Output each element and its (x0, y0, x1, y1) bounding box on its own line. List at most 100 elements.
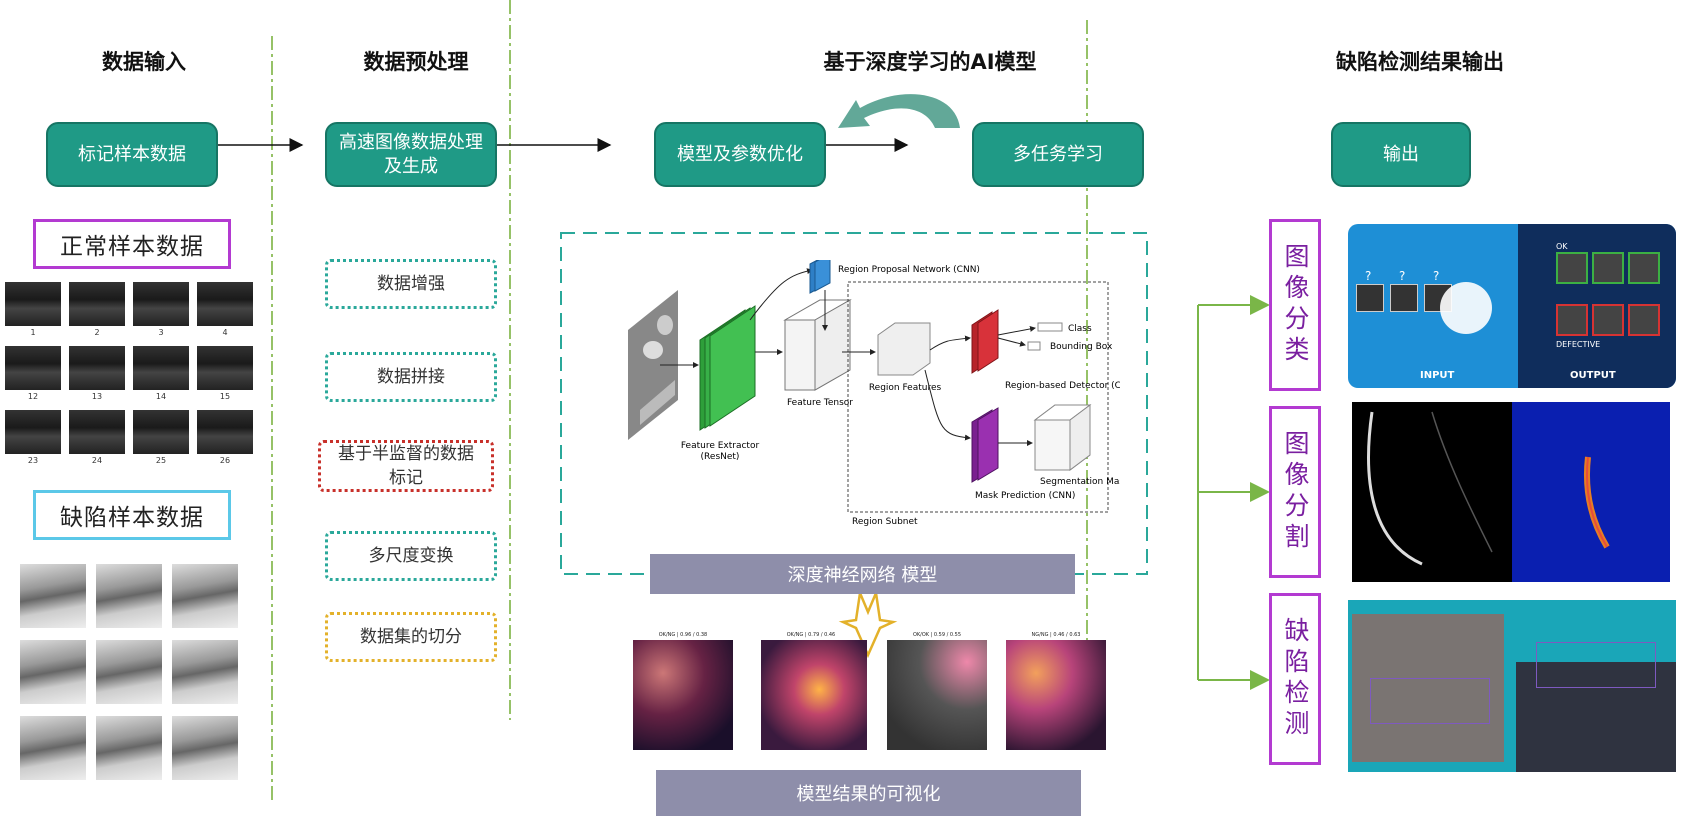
detection-image (1348, 600, 1676, 772)
step-augment: 数据增强 (325, 259, 497, 309)
normal-thumb (69, 410, 125, 454)
normal-thumb-number: 24 (91, 456, 103, 465)
normal-thumb-number: 1 (30, 328, 36, 337)
heatmap-title: OK/OK | 0.59 / 0.55 (912, 632, 962, 638)
heatmap-image (1006, 640, 1106, 750)
heatmap-row: OK/NG | 0.96 / 0.38 OK/NG | 0.79 / 0.46 OK… (633, 632, 1113, 752)
cls-output-label: OUTPUT (1570, 370, 1616, 381)
normal-sample-label: 正常样本数据 (33, 219, 231, 269)
normal-thumb (133, 282, 189, 326)
cls-defective-tile (1556, 304, 1588, 336)
cls-ok-tile (1556, 252, 1588, 284)
visualization-banner: 模型结果的可视化 (656, 770, 1081, 816)
class-label: Class (1068, 324, 1092, 334)
normal-thumb-number: 15 (219, 392, 231, 401)
heatmap-title: OK/NG | 0.96 / 0.38 (658, 632, 708, 638)
region-subnet-box (847, 281, 1109, 513)
normal-thumb-number: 2 (94, 328, 100, 337)
normal-thumb-number: 12 (27, 392, 39, 401)
normal-thumb (197, 282, 253, 326)
normal-thumb-number: 4 (222, 328, 228, 337)
normal-thumb (5, 282, 61, 326)
defect-thumb (96, 716, 162, 780)
heatmap-title: NG/NG | 0.46 / 0.63 (1031, 632, 1081, 638)
feature-extractor-label: Feature Extractor (681, 441, 760, 451)
normal-thumb (197, 346, 253, 390)
mask-prediction-block (971, 407, 999, 483)
multitask-box: 多任务学习 (972, 122, 1144, 187)
heatmap-image (761, 640, 867, 750)
brain-icon (1440, 282, 1492, 334)
normal-thumb (133, 346, 189, 390)
column-title-preprocess: 数据预处理 (363, 50, 469, 74)
normal-thumb-number: 3 (158, 328, 164, 337)
output-box: 输出 (1331, 122, 1471, 187)
normal-thumb-number: 26 (219, 456, 231, 465)
normal-thumb (197, 410, 253, 454)
normal-thumb-number: 13 (91, 392, 103, 401)
heatmap-title: OK/NG | 0.79 / 0.46 (786, 632, 836, 638)
class-block (1037, 322, 1063, 332)
defect-sample-label: 缺陷样本数据 (33, 490, 231, 540)
normal-thumb (5, 410, 61, 454)
normal-thumb (133, 410, 189, 454)
step-semi-supervised: 基于半监督的数据标记 (318, 440, 494, 492)
cls-defective-tile (1592, 304, 1624, 336)
dnn-banner: 深度神经网络 模型 (650, 554, 1075, 594)
normal-thumb-number: 23 (27, 456, 39, 465)
down-arrow-icon (838, 588, 898, 659)
feature-tensor-label: Feature Tensor (787, 398, 853, 408)
normal-thumb-number: 25 (155, 456, 167, 465)
segmentation-label: 图像分割 (1269, 406, 1321, 578)
heatmap-image (633, 640, 733, 750)
optimization-box: 模型及参数优化 (654, 122, 826, 187)
defect-thumb (20, 640, 86, 704)
feature-extractor-block (699, 305, 756, 431)
classification-image: ??? OK DEFECTIVE INPUT OUTPUT (1348, 224, 1676, 388)
column-title-input: 数据输入 (102, 50, 186, 74)
seg-masks-block (1033, 404, 1092, 471)
loop-arrow-icon (838, 94, 960, 128)
step-multiscale: 多尺度变换 (325, 531, 497, 581)
cls-ok-tile (1592, 252, 1624, 284)
normal-thumb (69, 282, 125, 326)
resnet-label: (ResNet) (701, 452, 740, 462)
cls-defective-tile (1628, 304, 1660, 336)
cls-input-tile: ? (1390, 269, 1418, 312)
region-features-label: Region Features (869, 383, 942, 393)
column-title-model: 基于深度学习的AI模型 (823, 50, 1037, 74)
segmentation-image (1352, 402, 1670, 582)
cls-ok-tile (1628, 252, 1660, 284)
rpn-label: Region Proposal Network (CNN) (838, 265, 980, 275)
mask-rcnn-diagram: Feature Extractor (ResNet) Feature Tenso… (628, 260, 1120, 527)
image-processing-box: 高速图像数据处理及生成 (325, 122, 497, 187)
bbox-block (1027, 341, 1041, 351)
step-stitch: 数据拼接 (325, 352, 497, 402)
normal-thumb-number: 14 (155, 392, 167, 401)
detection-label: 缺陷检测 (1269, 593, 1321, 765)
defect-thumb (172, 716, 238, 780)
column-title-output: 缺陷检测结果输出 (1336, 50, 1504, 74)
region-subnet-label: Region Subnet (852, 517, 918, 527)
cls-defective-label: DEFECTIVE (1556, 340, 1601, 349)
labeled-samples-box: 标记样本数据 (46, 122, 218, 187)
rpn-block (809, 260, 831, 294)
defect-thumb (20, 716, 86, 780)
cls-input-tile: ? (1356, 269, 1384, 312)
cls-input-label: INPUT (1420, 370, 1455, 381)
normal-thumb (5, 346, 61, 390)
defect-thumb-grid (20, 558, 245, 783)
defect-thumb (172, 564, 238, 628)
cls-question-mark: ? (1399, 269, 1406, 283)
cls-question-mark: ? (1365, 269, 1372, 283)
mask-pred-label: Mask Prediction (CNN) (975, 491, 1075, 501)
defect-thumb (172, 640, 238, 704)
detector-block (971, 309, 999, 374)
detector-label: Region-based Detector (CNN) (1005, 381, 1120, 391)
defect-thumb (96, 640, 162, 704)
defect-thumb (20, 564, 86, 628)
heatmap-image (887, 640, 987, 750)
classification-label: 图像分类 (1269, 219, 1321, 391)
bbox-label: Bounding Box (1050, 342, 1113, 352)
